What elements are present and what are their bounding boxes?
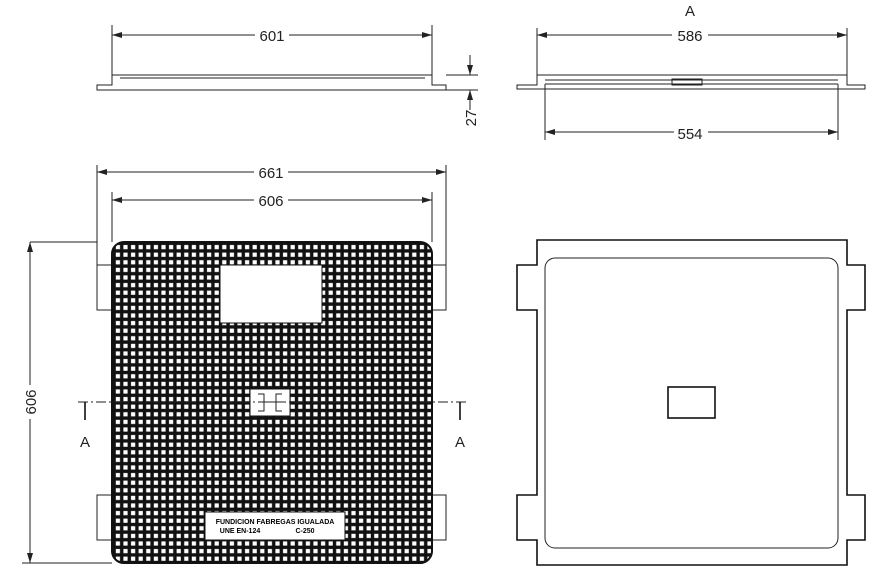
section-label-right: A — [455, 434, 465, 451]
plate-line2a: UNE EN-124 — [220, 528, 261, 535]
dim-27: 27 — [463, 110, 480, 127]
dim-601: 601 — [259, 28, 284, 45]
plate-line1: FUNDICION FABREGAS IGUALADA — [216, 519, 335, 526]
dim-554: 554 — [677, 126, 702, 143]
dim-586: 586 — [677, 28, 702, 45]
maker-plate — [204, 511, 346, 541]
underside-view — [516, 239, 866, 566]
section-label-left: A — [80, 434, 90, 451]
blank-panel — [219, 264, 323, 324]
dim-606: 606 — [258, 193, 283, 210]
plate-line2b: C-250 — [295, 528, 314, 535]
dim-606-vertical: 606 — [23, 389, 40, 414]
plan-view-top: 661 606 FUNDICION FABREGAS IGUALADA UNE … — [21, 163, 468, 564]
side-view: 601 27 — [96, 25, 480, 127]
section-view: A 586 554 — [516, 3, 866, 143]
underside-slot — [667, 386, 716, 419]
section-label-top: A — [685, 3, 695, 20]
dim-661: 661 — [258, 165, 283, 182]
